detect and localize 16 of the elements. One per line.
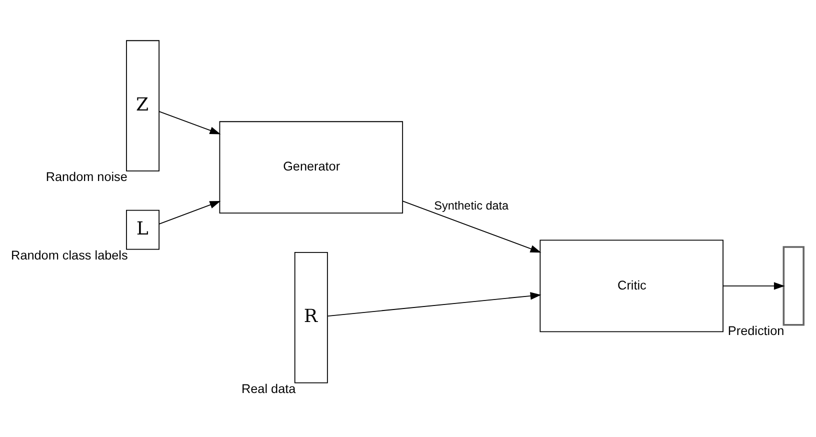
node-bar — [782, 246, 804, 326]
node-label: Prediction — [728, 324, 784, 338]
node-box: L — [126, 210, 160, 250]
node-box: Generator — [219, 121, 404, 214]
node-label: Random class labels — [11, 248, 128, 262]
node-box: R — [294, 252, 328, 384]
node-label: Real data — [242, 382, 296, 396]
arrow — [722, 282, 785, 290]
edge-label: Synthetic data — [434, 199, 509, 212]
arrow — [327, 292, 542, 316]
arrow — [158, 200, 221, 224]
node-box: Z — [126, 40, 160, 172]
arrow — [402, 200, 542, 253]
node-label: Random noise — [46, 170, 128, 184]
node-box: Critic — [540, 240, 724, 332]
arrow — [158, 111, 221, 134]
